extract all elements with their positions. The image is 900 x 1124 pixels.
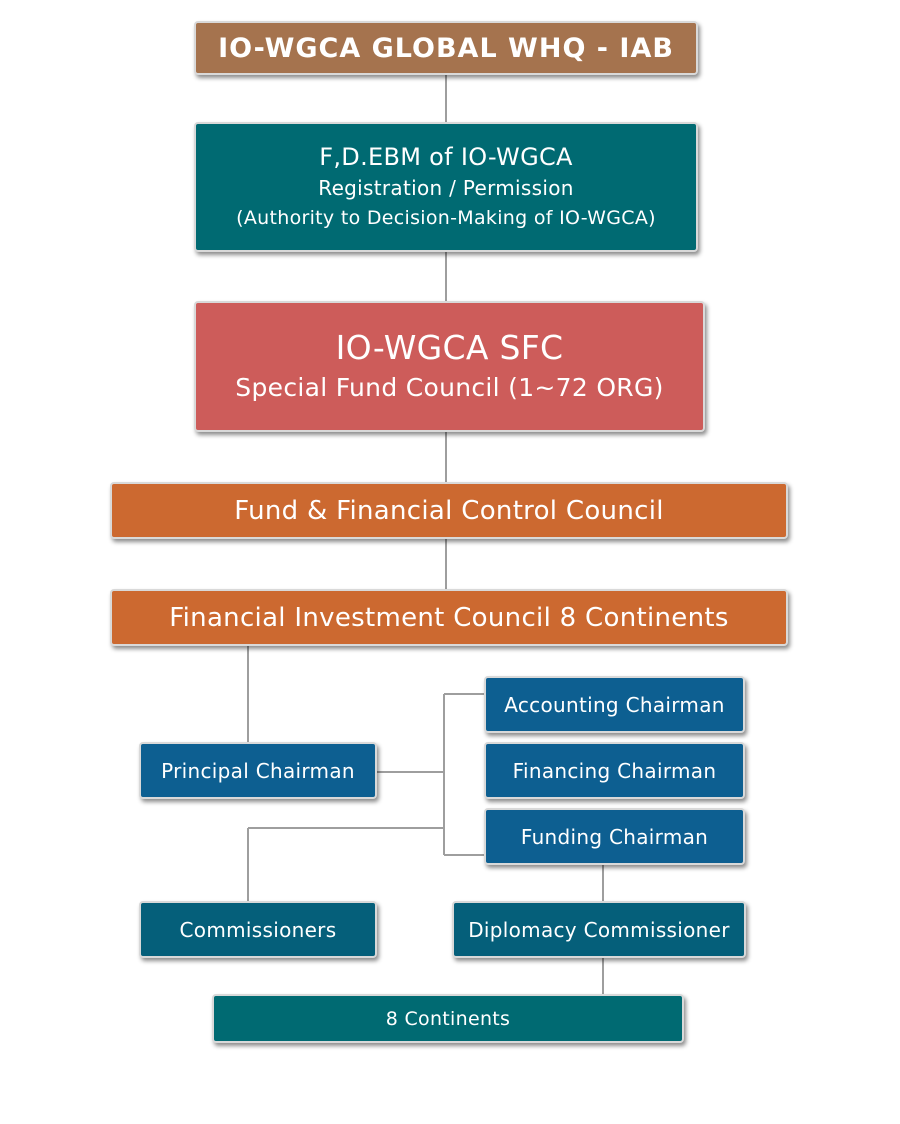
accounting-chairman-box: Accounting Chairman: [484, 676, 745, 733]
principal-chairman-box: Principal Chairman: [139, 742, 377, 799]
financial-investment-council-box: Financial Investment Council 8 Continent…: [110, 589, 788, 646]
whq-label: IO-WGCA GLOBAL WHQ - IAB: [218, 32, 674, 64]
sfc-box: IO-WGCA SFC Special Fund Council (1~72 O…: [194, 301, 705, 432]
financing-chairman-box: Financing Chairman: [484, 742, 745, 799]
accounting-chairman-label: Accounting Chairman: [504, 692, 725, 717]
fdebm-authority: (Authority to Decision-Making of IO-WGCA…: [236, 207, 656, 229]
principal-chairman-label: Principal Chairman: [161, 758, 355, 783]
whq-box: IO-WGCA GLOBAL WHQ - IAB: [194, 21, 698, 75]
financing-chairman-label: Financing Chairman: [512, 758, 717, 783]
funding-chairman-box: Funding Chairman: [484, 808, 745, 865]
financial-investment-council-label: Financial Investment Council 8 Continent…: [169, 602, 729, 633]
fund-financial-control-council-label: Fund & Financial Control Council: [234, 495, 664, 526]
fdebm-registration: Registration / Permission: [318, 176, 574, 200]
fdebm-box: F,D.EBM of IO-WGCA Registration / Permis…: [194, 122, 698, 252]
funding-chairman-label: Funding Chairman: [520, 824, 709, 849]
eight-continents-box: 8 Continents: [212, 994, 684, 1043]
sfc-title: IO-WGCA SFC: [335, 327, 564, 367]
diplomacy-commissioner-label: Diplomacy Commissioner: [468, 917, 730, 942]
sfc-subtitle: Special Fund Council (1~72 ORG): [235, 372, 664, 402]
fund-financial-control-council-box: Fund & Financial Control Council: [110, 482, 788, 539]
eight-continents-label: 8 Continents: [385, 1007, 511, 1030]
commissioners-label: Commissioners: [179, 917, 337, 942]
fdebm-title: F,D.EBM of IO-WGCA: [319, 143, 573, 171]
commissioners-box: Commissioners: [139, 901, 377, 958]
diplomacy-commissioner-box: Diplomacy Commissioner: [452, 901, 746, 958]
